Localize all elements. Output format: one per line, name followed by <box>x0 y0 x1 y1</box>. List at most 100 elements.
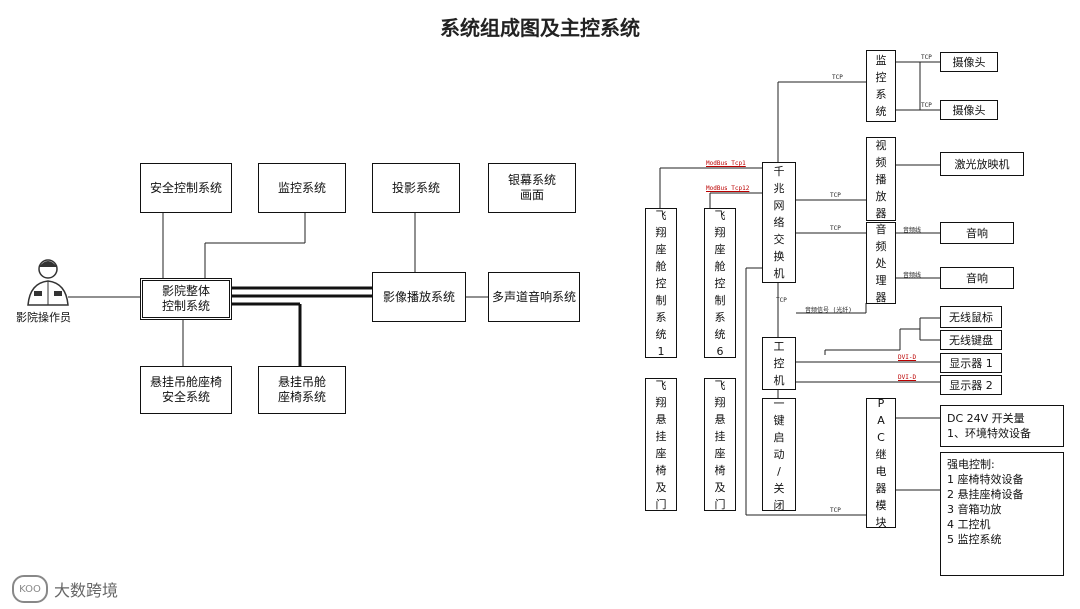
vertical-char: 座 <box>715 445 726 462</box>
camera-1-box: 摄像头 <box>940 52 998 72</box>
relay-dc-box: DC 24V 开关量 1、环境特效设备 <box>940 405 1064 447</box>
display-2-box: 显示器 2 <box>940 375 1002 395</box>
vertical-char: 挂 <box>656 428 667 445</box>
vertical-char: 络 <box>774 214 785 231</box>
relay-dc-label: DC 24V 开关量 1、环境特效设备 <box>947 411 1031 441</box>
vertical-char: 网 <box>774 197 785 214</box>
vertical-char: 翔 <box>715 394 726 411</box>
vertical-char: 控 <box>715 275 726 292</box>
camera-2-box: 摄像头 <box>940 100 998 120</box>
wireless-keyboard-box: 无线键盘 <box>940 330 1002 350</box>
dvi-label: DVI-D <box>898 354 916 361</box>
display-1-label: 显示器 1 <box>949 356 993 371</box>
vertical-char: 飞 <box>715 377 726 394</box>
projection-system-box: 投影系统 <box>372 163 460 213</box>
vertical-char: C <box>877 429 885 446</box>
seat-door-6-v: 飞翔悬挂座椅及门 <box>704 378 736 511</box>
vertical-char: A <box>877 412 885 429</box>
video-player-v: 视频播放器 <box>866 137 896 221</box>
operator-icon <box>20 255 76 307</box>
monitor-system-v: 监控系统 <box>866 50 896 122</box>
operator-label: 影院操作员 <box>16 309 71 325</box>
vertical-char: 器 <box>876 205 887 222</box>
vertical-char: 处 <box>876 255 887 272</box>
seat-door-1-v: 飞翔悬挂座椅及门 <box>645 378 677 511</box>
watermark-logo-icon: KOO <box>12 575 48 603</box>
dvi-label: DVI-D <box>898 374 916 381</box>
vertical-char: 飞 <box>656 377 667 394</box>
wireless-mouse-label: 无线鼠标 <box>949 310 993 325</box>
vertical-char: 理 <box>876 272 887 289</box>
multichannel-audio-label: 多声道音响系统 <box>492 290 576 305</box>
one-key-switch-v: 一键启动/关闭 <box>762 398 796 511</box>
power-item: 4 工控机 <box>947 517 1057 532</box>
power-control-title: 强电控制: <box>947 457 1057 472</box>
vertical-char: 工 <box>774 338 785 355</box>
vertical-char: 飞 <box>656 207 667 224</box>
vertical-char: 千 <box>774 163 785 180</box>
vertical-char: 统 <box>715 326 726 343</box>
vertical-char: 椅 <box>715 462 726 479</box>
vertical-char: 翔 <box>656 224 667 241</box>
vertical-char: 继 <box>876 446 887 463</box>
vertical-char: 闭 <box>774 497 785 514</box>
vertical-char: 及 <box>656 479 667 496</box>
projection-system-label: 投影系统 <box>392 181 440 196</box>
wireless-mouse-box: 无线鼠标 <box>940 306 1002 328</box>
screen-system-box: 银幕系统 画面 <box>488 163 576 213</box>
vertical-char: 1 <box>658 343 665 360</box>
power-item: 5 监控系统 <box>947 532 1057 547</box>
camera-2-label: 摄像头 <box>953 103 986 118</box>
laser-projector-box: 激光放映机 <box>940 152 1024 176</box>
vertical-char: 键 <box>774 412 785 429</box>
vertical-char: 悬 <box>656 411 667 428</box>
screen-system-label: 银幕系统 画面 <box>508 173 556 203</box>
vertical-char: 器 <box>876 480 887 497</box>
vertical-char: 6 <box>717 343 724 360</box>
modbus-2-label: ModBus Tcp12 <box>706 185 749 192</box>
speaker-1-box: 音响 <box>940 222 1014 244</box>
cinema-control-box: 影院整体 控制系统 <box>140 278 232 320</box>
vertical-char: 座 <box>715 241 726 258</box>
vertical-char: 动 <box>774 446 785 463</box>
tcp-label: TCP <box>921 54 932 61</box>
vertical-char: 音 <box>876 221 887 238</box>
modbus-1-label: ModBus Tcp1 <box>706 160 746 167</box>
vertical-char: P <box>878 395 885 412</box>
safety-control-label: 安全控制系统 <box>150 181 222 196</box>
monitor-system-box: 监控系统 <box>258 163 346 213</box>
safety-control-box: 安全控制系统 <box>140 163 232 213</box>
audio-line-label: 音频线 <box>903 225 921 234</box>
vertical-char: 统 <box>876 103 887 120</box>
speaker-1-label: 音响 <box>966 226 988 241</box>
power-item: 2 悬挂座椅设备 <box>947 487 1057 502</box>
vertical-char: 制 <box>715 292 726 309</box>
laser-projector-label: 激光放映机 <box>955 157 1010 172</box>
vertical-char: 舱 <box>715 258 726 275</box>
display-1-box: 显示器 1 <box>940 353 1002 373</box>
seat-system-box: 悬挂吊舱 座椅系统 <box>258 366 346 414</box>
vertical-char: 监 <box>876 52 887 69</box>
vertical-char: 门 <box>656 496 667 513</box>
audio-signal-label: 音频信号 (光纤) <box>805 305 852 314</box>
vertical-char: 系 <box>656 309 667 326</box>
vertical-char: 舱 <box>656 258 667 275</box>
vertical-char: 挂 <box>715 428 726 445</box>
vertical-char: 块 <box>876 514 887 531</box>
watermark-text: 大数跨境 <box>54 577 118 601</box>
vertical-char: / <box>777 463 781 480</box>
vertical-char: 统 <box>656 326 667 343</box>
cinema-control-label: 影院整体 控制系统 <box>162 284 210 314</box>
camera-1-label: 摄像头 <box>953 55 986 70</box>
gigabit-switch-v: 千兆网络交换机 <box>762 162 796 283</box>
vertical-char: 座 <box>656 445 667 462</box>
vertical-char: 器 <box>876 289 887 306</box>
tcp-label: TCP <box>921 102 932 109</box>
power-item: 3 音箱功放 <box>947 502 1057 517</box>
vertical-char: 门 <box>715 496 726 513</box>
vertical-char: 控 <box>876 69 887 86</box>
wireless-keyboard-label: 无线键盘 <box>949 333 993 348</box>
seat-safety-label: 悬挂吊舱座椅 安全系统 <box>150 375 222 405</box>
